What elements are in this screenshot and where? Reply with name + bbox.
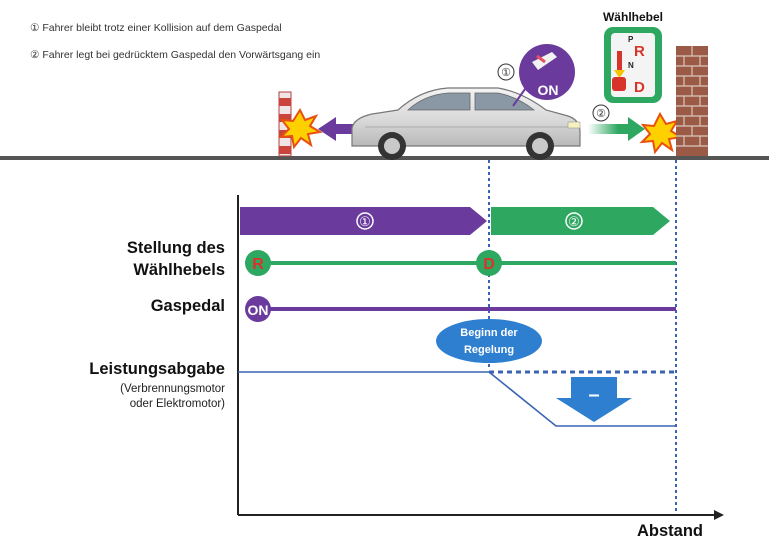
power-output-line: [238, 371, 676, 427]
decrease-symbol: –: [588, 384, 599, 406]
x-axis-label: Abstand: [637, 522, 703, 540]
x-axis-arrow-icon: [714, 510, 724, 520]
car-icon: [351, 87, 581, 160]
gear-selector-title: Wählhebel: [603, 10, 663, 24]
gear-pos-r: R: [634, 43, 645, 60]
collision-burst-left-icon: [278, 107, 323, 150]
scene-marker-2-ring: [592, 104, 610, 122]
note-1-text: Fahrer bleibt trotz einer Kollision auf …: [42, 22, 282, 34]
selector-d-text: D: [483, 256, 495, 273]
phase-1-label: ①: [359, 214, 371, 229]
selector-row-label-line1: Stellung des: [126, 239, 225, 257]
selector-r-badge: [245, 250, 271, 276]
note-1: ① Fahrer bleibt trotz einer Kollision au…: [30, 22, 282, 34]
selector-row-label: Stellung des Wählhebels: [127, 237, 225, 281]
note-2: ② Fahrer legt bei gedrücktem Gaspedal de…: [30, 49, 320, 61]
selector-row-label-line2: Wählhebels: [133, 261, 225, 279]
brick-wall: [676, 46, 708, 156]
scene-marker-2: ②: [596, 108, 606, 120]
gear-lever-arrow-icon: [614, 70, 625, 78]
phase-2-arrow: [491, 207, 670, 235]
phase-1-marker-ring: [356, 212, 374, 230]
gear-pos-n: N: [628, 61, 634, 70]
pedal-on-badge-text: ON: [248, 302, 269, 318]
note-2-marker: ②: [30, 49, 40, 61]
power-row-sublabel: (Verbrennungsmotor oder Elektromotor): [120, 382, 225, 412]
gear-pos-p: P: [628, 35, 634, 44]
forward-arrow-icon: [588, 117, 645, 141]
pedal-row-label: Gaspedal: [150, 297, 225, 315]
gear-pos-d: D: [634, 79, 645, 96]
control-start-line2: Regelung: [464, 344, 514, 356]
power-row-label: Leistungsabgabe: [89, 360, 225, 378]
selector-r-text: R: [252, 256, 264, 273]
phase-2-marker-ring: [565, 212, 583, 230]
power-row-sublabel-line2: oder Elektromotor): [129, 398, 225, 410]
selector-d-badge: [476, 250, 502, 276]
pedal-press-arrow-icon: [536, 54, 546, 64]
note-2-text: Fahrer legt bei gedrücktem Gaspedal den …: [42, 49, 321, 61]
ground-line: [0, 156, 769, 160]
gear-lever-knob: [612, 77, 626, 91]
pedal-on-bubble: [519, 44, 575, 100]
control-start-line1: Beginn der: [460, 327, 518, 339]
power-row-sublabel-line1: (Verbrennungsmotor: [120, 383, 225, 395]
gear-lever-shaft: [617, 51, 622, 75]
collision-burst-right-icon: [639, 111, 684, 155]
pedal-on-badge: [245, 296, 271, 322]
phase-2-label: ②: [568, 214, 580, 229]
scene-marker-1-ring: [497, 63, 515, 81]
phase-1-arrow: [240, 207, 487, 235]
pedal-on-text: ON: [538, 82, 559, 98]
note-1-marker: ①: [30, 22, 40, 34]
scene-marker-1: ①: [501, 67, 511, 79]
decrease-arrow-icon: [556, 377, 632, 422]
control-start-bubble: [436, 319, 542, 363]
